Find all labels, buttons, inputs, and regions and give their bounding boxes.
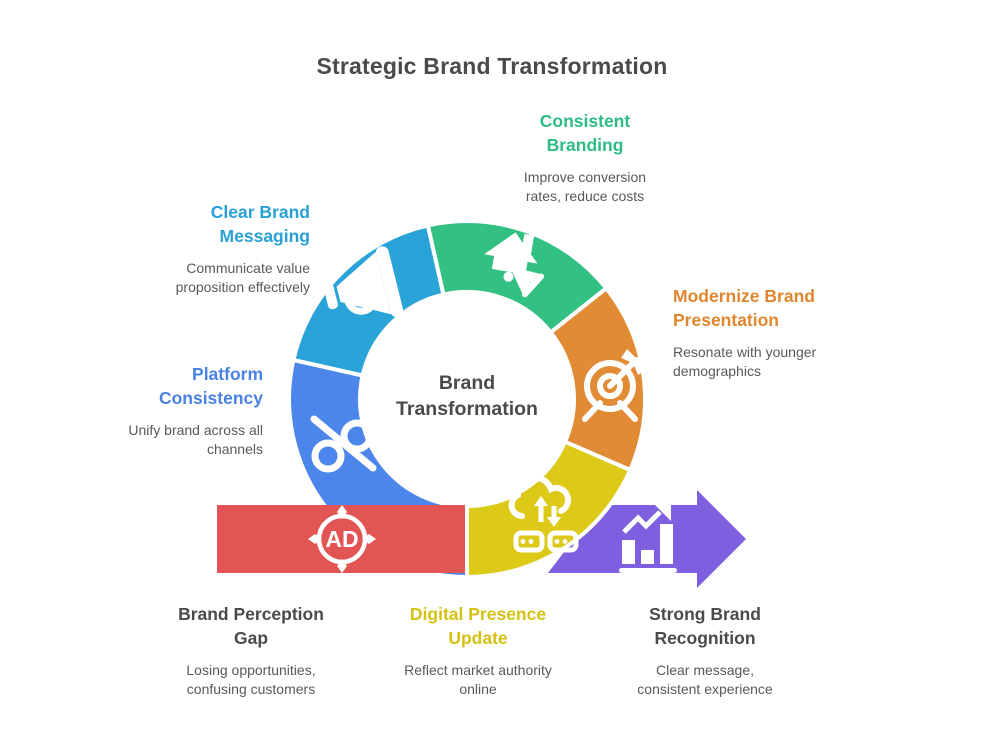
node-subtitle: Unify brand across all channels bbox=[128, 422, 263, 457]
node-consistent-branding: Consistent Branding Improve conversion r… bbox=[485, 109, 685, 205]
node-heading: Brand Perception Gap bbox=[178, 604, 324, 648]
node-subtitle: Communicate value proposition effectivel… bbox=[175, 260, 310, 295]
node-heading: Digital Presence Update bbox=[409, 604, 547, 648]
node-platform-consistency: Platform Consistency Unify brand across … bbox=[63, 362, 263, 458]
node-subtitle: Reflect market authority online bbox=[404, 662, 552, 697]
megaphone-icon bbox=[323, 246, 404, 317]
ad-target-icon: AD bbox=[308, 505, 376, 573]
node-strong-brand-recognition: Strong Brand Recognition Clear message, … bbox=[595, 602, 815, 698]
target-dart-icon bbox=[582, 349, 647, 422]
node-subtitle: Resonate with younger demographics bbox=[673, 344, 817, 379]
broken-link-icon bbox=[310, 415, 377, 473]
node-heading: Consistent Branding bbox=[539, 111, 631, 155]
node-modernize-brand-presentation: Modernize Brand Presentation Resonate wi… bbox=[673, 284, 893, 380]
ad-label: AD bbox=[325, 526, 358, 552]
center-label: Brand Transformation bbox=[396, 372, 538, 420]
node-subtitle: Losing opportunities, confusing customer… bbox=[186, 662, 316, 697]
node-heading: Platform Consistency bbox=[158, 364, 263, 408]
page-title: Strategic Brand Transformation bbox=[316, 53, 668, 79]
home-promotion-icon bbox=[484, 232, 545, 298]
segment-digital-presence-update bbox=[465, 439, 633, 579]
segment-modernize-brand-presentation bbox=[548, 286, 647, 472]
node-heading: Strong Brand Recognition bbox=[649, 604, 761, 648]
growth-chart-icon bbox=[619, 504, 677, 573]
node-brand-perception-gap: Brand Perception Gap Losing opportunitie… bbox=[141, 602, 361, 698]
node-heading: Clear Brand Messaging bbox=[210, 202, 310, 246]
node-subtitle: Clear message, consistent experience bbox=[637, 662, 773, 697]
cloud-sync-icon bbox=[508, 474, 579, 553]
node-digital-presence-update: Digital Presence Update Reflect market a… bbox=[368, 602, 588, 698]
node-subtitle: Improve conversion rates, reduce costs bbox=[523, 169, 647, 204]
node-clear-brand-messaging: Clear Brand Messaging Communicate value … bbox=[110, 200, 310, 296]
node-heading: Modernize Brand Presentation bbox=[673, 286, 815, 330]
